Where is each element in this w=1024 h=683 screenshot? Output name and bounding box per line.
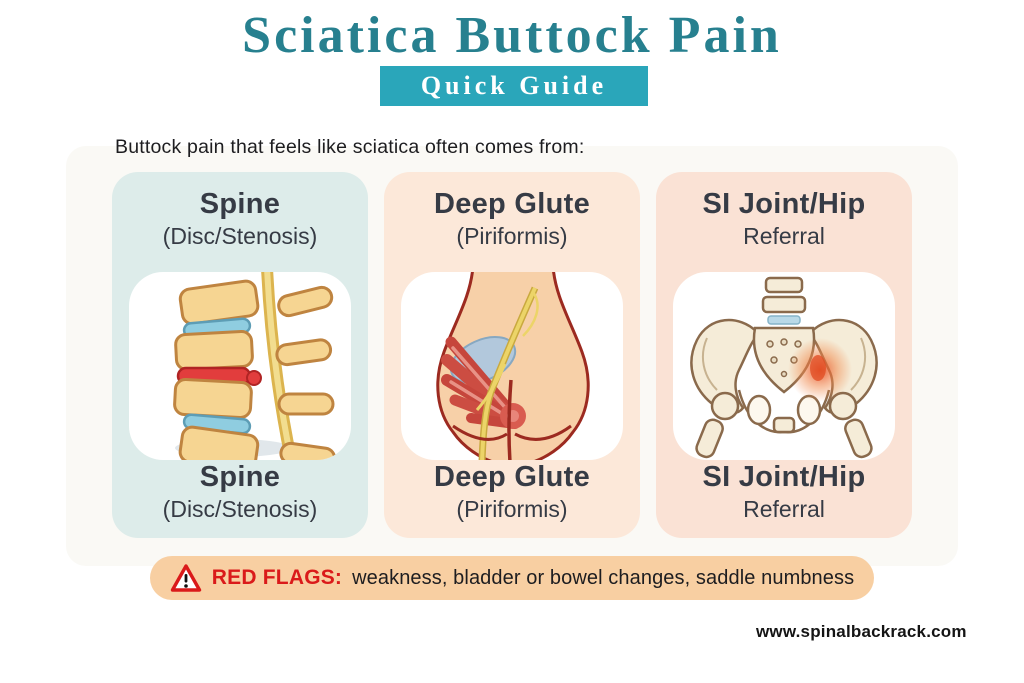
card-glute-subtitle: (Piriformis) — [456, 223, 568, 250]
card-spine-subtitle: (Disc/Stenosis) — [162, 223, 318, 250]
page-title: Sciatica Buttock Pain — [242, 7, 782, 64]
buttock-piriformis-sciatic-nerve-illustration — [401, 272, 623, 460]
website-url: www.spinalbackrack.com — [756, 622, 967, 641]
card-si-bottom-subtitle: Referral — [743, 496, 825, 523]
red-flags-label: RED FLAGS: — [211, 566, 343, 589]
red-flags-text: weakness, bladder or bowel changes, sadd… — [352, 566, 855, 589]
card-spine-bottom-subtitle: (Disc/Stenosis) — [162, 496, 318, 523]
pelvis-si-joint-inflammation-illustration — [673, 272, 895, 460]
card-si-joint-hip: SI Joint/Hip Referral — [656, 172, 912, 538]
card-spine: Spine (Disc/Stenosis) — [112, 172, 368, 538]
card-si-title: SI Joint/Hip — [702, 188, 866, 220]
card-glute-bottom-subtitle: (Piriformis) — [456, 496, 568, 523]
card-deep-glute: Deep Glute (Piriformis) — [384, 172, 640, 538]
warning-triangle-icon — [170, 564, 201, 592]
card-glute-bottom-title: Deep Glute — [433, 461, 591, 494]
card-glute-title: Deep Glute — [433, 188, 591, 220]
quick-guide-badge: Quick Guide — [380, 66, 648, 106]
card-si-bottom-title: SI Joint/Hip — [702, 461, 866, 494]
card-spine-title: Spine — [199, 188, 281, 220]
red-flags-banner: RED FLAGS: weakness, bladder or bowel ch… — [150, 556, 874, 600]
card-si-subtitle: Referral — [743, 223, 825, 250]
card-spine-bottom-title: Spine — [199, 461, 281, 494]
intro-text: Buttock pain that feels like sciatica of… — [115, 136, 585, 158]
lumbar-spine-disc-herniation-illustration — [129, 272, 351, 460]
